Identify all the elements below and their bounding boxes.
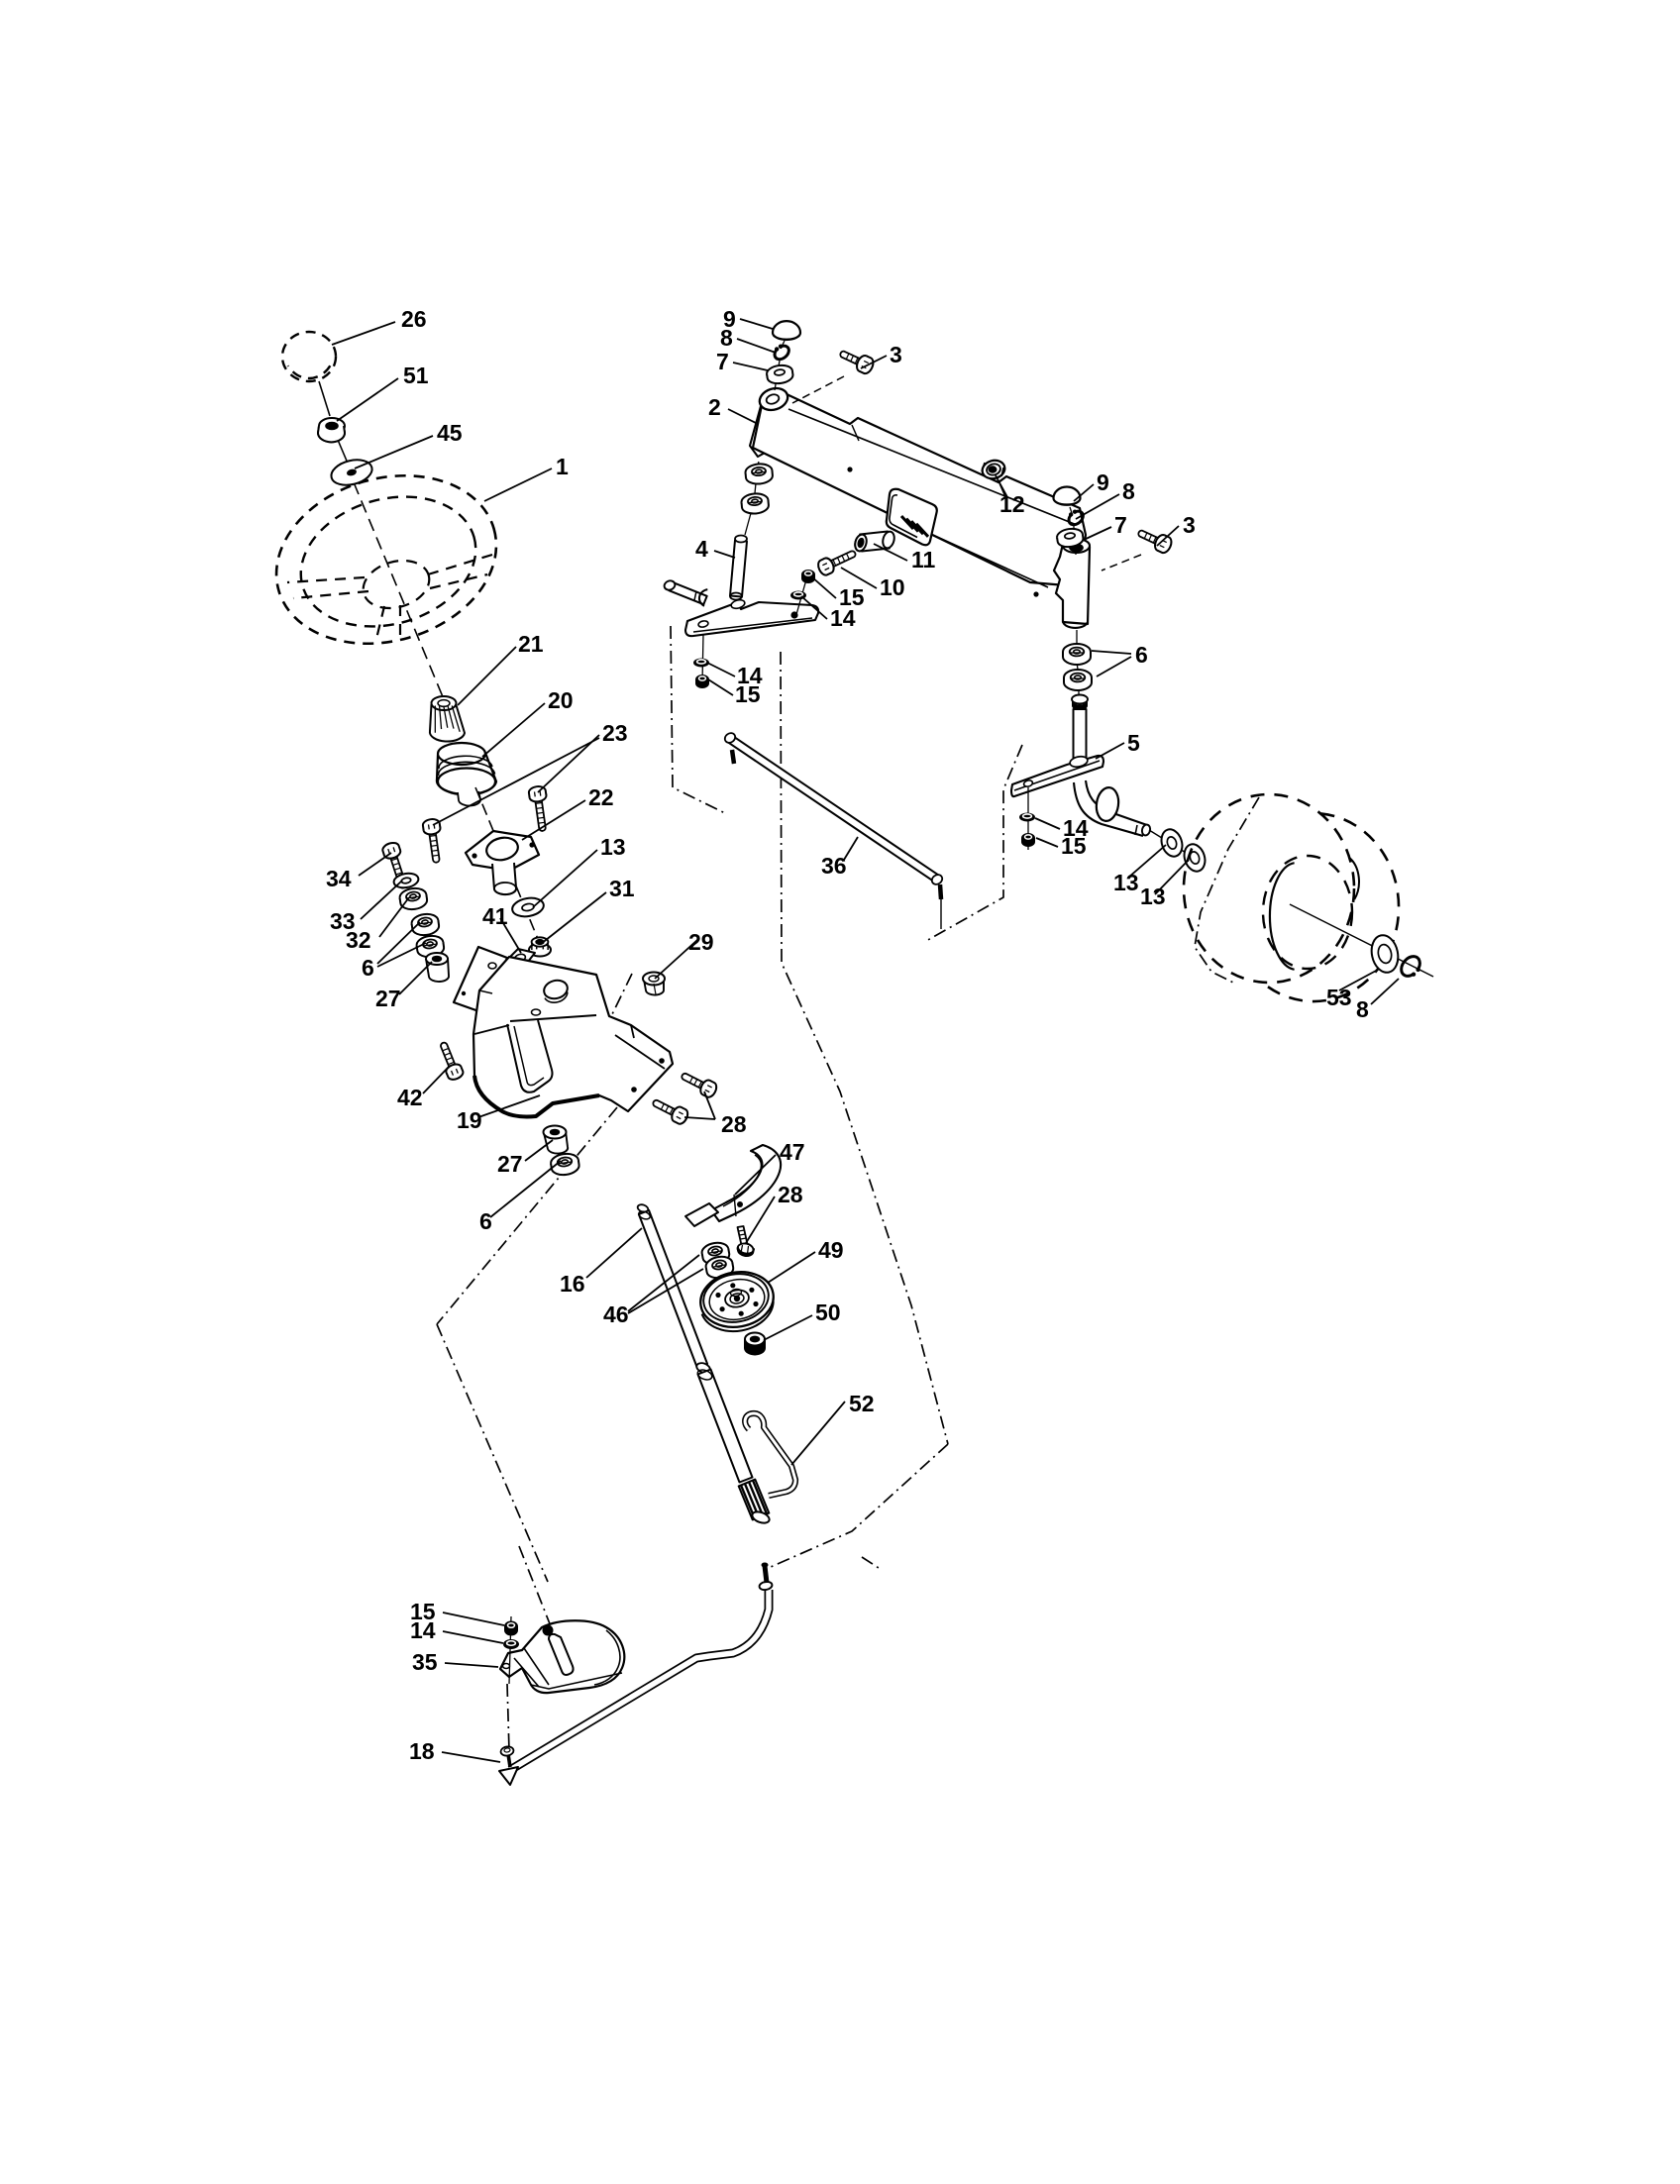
svg-text:36: 36 (821, 853, 847, 879)
svg-text:1: 1 (556, 454, 569, 479)
svg-text:21: 21 (518, 631, 544, 657)
svg-text:10: 10 (880, 574, 905, 600)
svg-text:13: 13 (1140, 884, 1166, 909)
svg-text:11: 11 (911, 547, 936, 572)
svg-text:7: 7 (1114, 512, 1127, 538)
svg-text:45: 45 (437, 420, 463, 446)
svg-text:53: 53 (1326, 985, 1352, 1010)
svg-text:49: 49 (818, 1237, 844, 1263)
svg-text:52: 52 (849, 1391, 875, 1416)
svg-text:12: 12 (999, 491, 1025, 517)
svg-text:6: 6 (1135, 642, 1148, 668)
svg-text:19: 19 (457, 1107, 482, 1133)
svg-text:46: 46 (603, 1301, 629, 1327)
svg-text:26: 26 (401, 306, 427, 332)
svg-text:18: 18 (409, 1738, 435, 1764)
svg-text:2: 2 (708, 394, 721, 420)
svg-text:34: 34 (326, 866, 352, 891)
svg-text:6: 6 (362, 955, 374, 981)
svg-text:42: 42 (397, 1085, 423, 1110)
svg-text:16: 16 (560, 1271, 585, 1297)
svg-text:32: 32 (346, 927, 371, 953)
svg-text:20: 20 (548, 687, 574, 713)
svg-text:47: 47 (780, 1139, 805, 1165)
svg-text:27: 27 (375, 986, 401, 1011)
svg-text:31: 31 (609, 876, 635, 901)
svg-text:15: 15 (735, 681, 761, 707)
svg-text:14: 14 (830, 605, 856, 631)
svg-text:14: 14 (410, 1617, 436, 1643)
svg-text:22: 22 (588, 784, 614, 810)
svg-text:41: 41 (482, 903, 508, 929)
svg-text:35: 35 (412, 1649, 438, 1675)
svg-text:7: 7 (716, 349, 729, 374)
svg-text:3: 3 (890, 342, 902, 367)
svg-text:6: 6 (479, 1208, 492, 1234)
svg-text:8: 8 (1122, 478, 1135, 504)
svg-text:13: 13 (600, 834, 626, 860)
svg-text:50: 50 (815, 1300, 841, 1325)
svg-text:9: 9 (1097, 469, 1109, 495)
svg-text:29: 29 (688, 929, 714, 955)
svg-text:28: 28 (778, 1182, 803, 1207)
svg-text:5: 5 (1127, 730, 1140, 756)
svg-text:51: 51 (403, 363, 429, 388)
svg-text:3: 3 (1183, 512, 1196, 538)
svg-text:28: 28 (721, 1111, 747, 1137)
svg-text:15: 15 (1061, 833, 1087, 859)
svg-text:8: 8 (720, 325, 733, 351)
svg-text:27: 27 (497, 1151, 523, 1177)
svg-text:8: 8 (1356, 996, 1369, 1022)
svg-text:13: 13 (1113, 870, 1139, 895)
svg-text:4: 4 (695, 536, 708, 562)
svg-text:23: 23 (602, 720, 628, 746)
